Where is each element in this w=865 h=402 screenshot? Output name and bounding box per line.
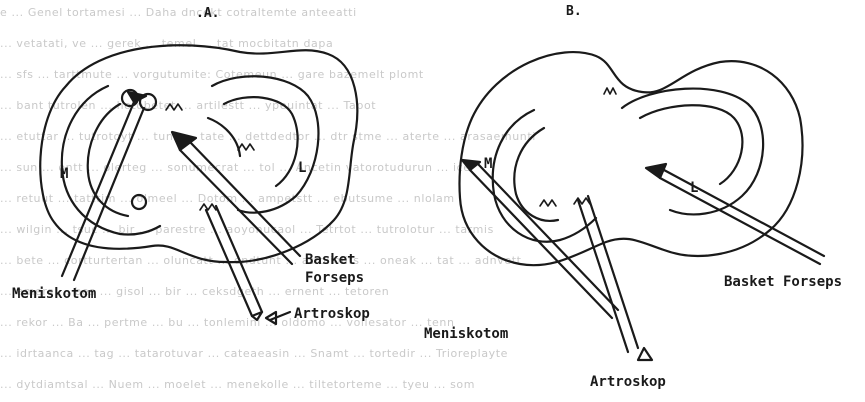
panel-a-lateral-meniscus-outer: [212, 76, 318, 212]
panel-a-label-forseps: Forseps: [305, 270, 364, 286]
panel-a-scope-shaft-1: [206, 210, 252, 316]
panel-b-label-meniskotom: Meniskotom: [424, 326, 508, 342]
panel-b-medial-meniscus-inner: [514, 128, 558, 221]
panel-b-label-l: L: [690, 180, 698, 196]
panel-b-scope-shaft-2: [588, 196, 638, 348]
panel-a-label-basket: Basket: [305, 252, 356, 268]
panel-b-drawing: [460, 52, 825, 360]
panel-b-forceps-shaft-2: [664, 170, 824, 256]
panel-b-hatch-1: [604, 88, 616, 94]
panel-b-hatch-3: [574, 198, 590, 204]
panel-a-hatch-1: [200, 204, 216, 210]
panel-b-arrow-head: [638, 348, 652, 360]
panel-b-label-artroskop: Artroskop: [590, 374, 666, 390]
panel-a-scope-tip: [252, 312, 262, 320]
panel-a-meniskotom-shaft-2: [74, 108, 144, 280]
panel-b-title: B.: [566, 4, 582, 19]
panel-a-title: .A.: [196, 6, 219, 21]
panel-b-forceps-jaw: [646, 164, 666, 178]
panel-b-medial-meniscus-outer: [493, 110, 596, 242]
panel-a-forceps-jaw: [172, 132, 196, 150]
panel-a-circle-3: [132, 195, 146, 209]
panel-b-meniskotom-tip: [462, 160, 480, 170]
panel-a-hatch-3: [238, 144, 254, 150]
panel-a-lateral-free-edge: [208, 118, 240, 156]
panel-a-hatch-2: [166, 104, 182, 110]
panel-a-scope-shaft-2: [216, 206, 262, 312]
panel-b-label-m: M: [484, 156, 492, 172]
panel-b-hatch-2: [540, 200, 556, 206]
panel-b-meniskotom-shaft-2: [478, 164, 618, 310]
panel-a-label-m: M: [60, 166, 68, 182]
panel-a-meniskotom-tip: [128, 92, 146, 102]
panel-a-forceps-shaft-2: [190, 142, 300, 256]
panel-a-label-meniskotom: Meniskotom: [12, 286, 96, 302]
panel-b-label-basket-forseps: Basket Forseps: [724, 274, 842, 290]
panel-a-label-l: L: [298, 160, 306, 176]
panel-a-forceps-shaft-1: [180, 150, 292, 264]
panel-b-outer-outline: [460, 52, 803, 265]
panel-b-meniskotom-shaft-1: [470, 170, 612, 318]
panel-a-label-artroskop: Artroskop: [294, 306, 370, 322]
